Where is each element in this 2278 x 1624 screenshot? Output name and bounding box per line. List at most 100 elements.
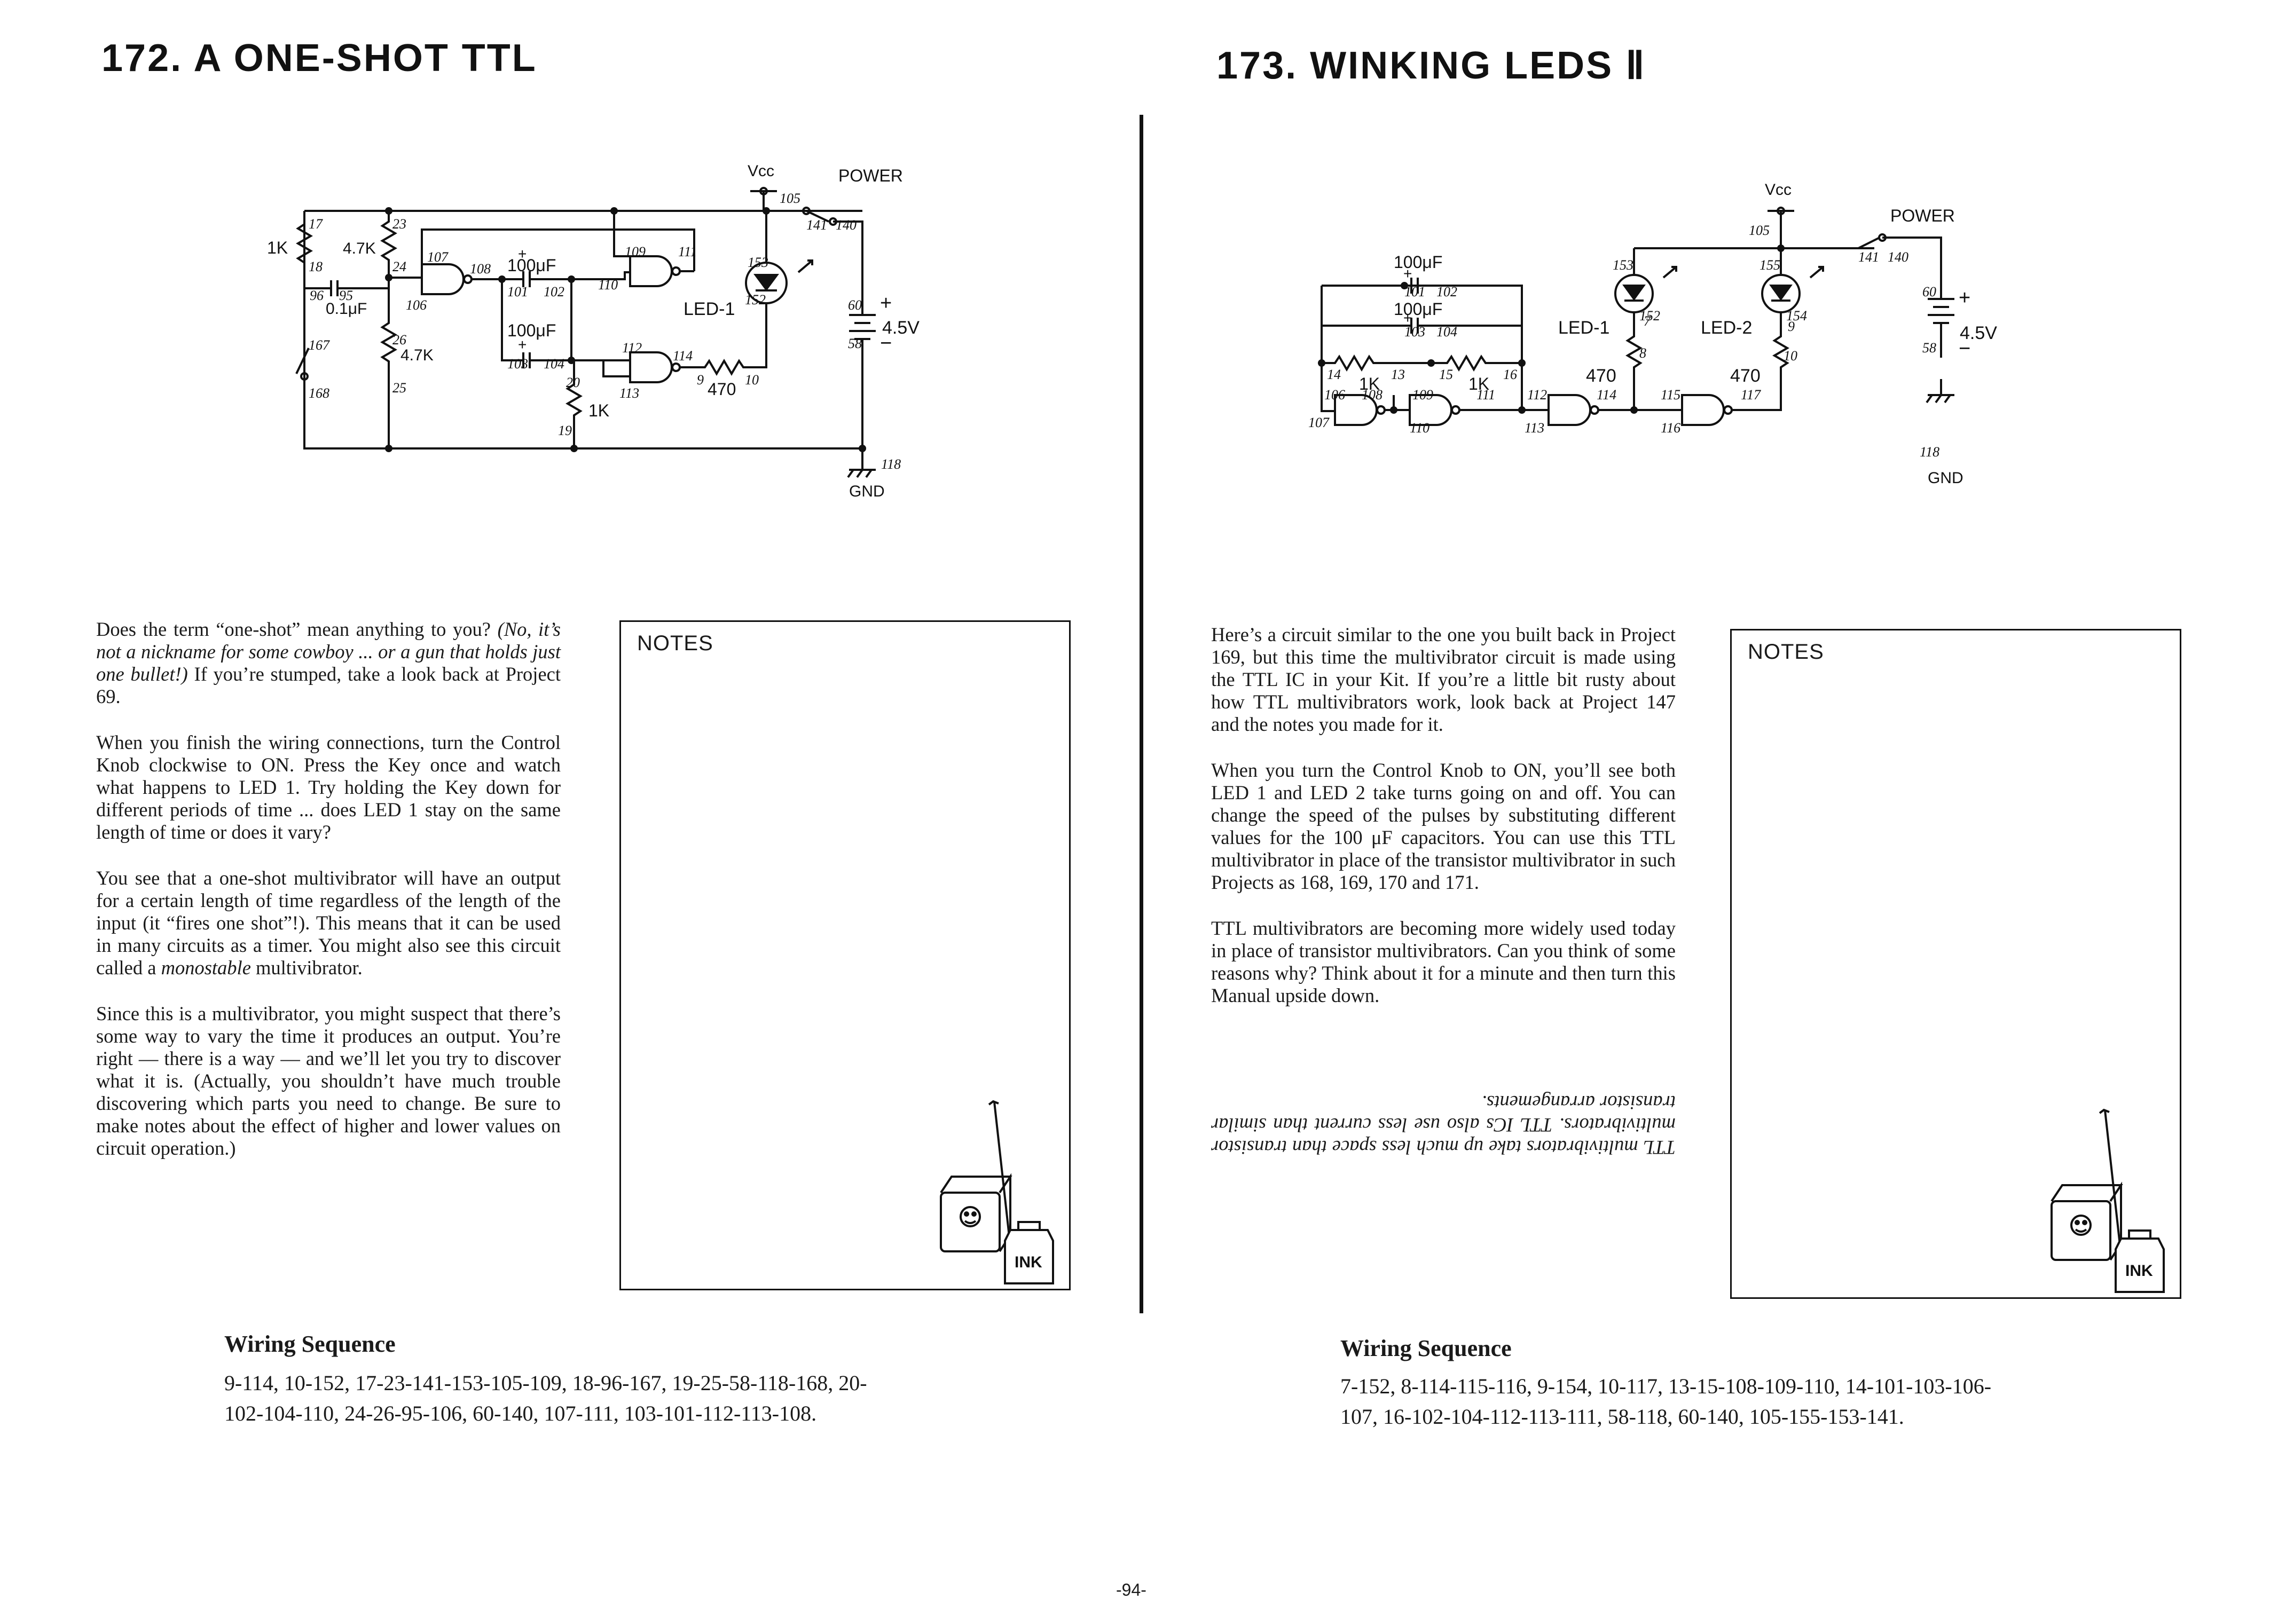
pin-number-label: 60	[1922, 284, 1936, 299]
resistor-470-right-label: 470	[1730, 366, 1761, 386]
pin-number-label: 20	[566, 375, 580, 390]
pin-number-label: 13	[1391, 367, 1405, 382]
led-2-label: LED-2	[1701, 318, 1752, 338]
pin-number-label: 116	[1661, 420, 1680, 436]
pin-number-label: 107	[427, 249, 449, 265]
pin-number-label: 9	[1788, 319, 1795, 334]
pin-number-label: 103	[507, 356, 528, 372]
wiring-sequence-heading: Wiring Sequence	[1340, 1335, 1512, 1361]
one-shot-circuit-diagram: Vcc POWER LED-1 4.5V + − GND 100μF 100μF…	[267, 162, 920, 500]
paragraph: Since this is a multivibrator, you might…	[96, 1003, 561, 1159]
pin-number-label: 9	[697, 372, 704, 388]
page-number: -94-	[1116, 1580, 1146, 1599]
paragraph: When you turn the Control Knob to ON, yo…	[1211, 759, 1676, 893]
pin-number-label: 58	[848, 336, 862, 351]
pin-number-label: 106	[1324, 387, 1345, 403]
page-title-173: 173. WINKING LEDS Ⅱ	[1216, 44, 1646, 87]
paragraph: When you finish the wiring connections, …	[96, 731, 561, 843]
pin-number-label: 95	[339, 288, 353, 303]
pin-number-label: 102	[1436, 284, 1457, 299]
pin-number-label: 104	[1436, 324, 1457, 340]
pin-number-label: 115	[1661, 387, 1680, 403]
resistor-470-left-label: 470	[1586, 366, 1616, 386]
pin-number-label: 24	[392, 259, 406, 274]
pin-number-label: 104	[544, 356, 564, 372]
led-1-label: LED-1	[1558, 318, 1609, 338]
pin-number-label: 18	[309, 259, 323, 274]
pin-number-label: 114	[673, 348, 693, 364]
pin-number-label: 96	[310, 288, 324, 303]
pin-number-label: 111	[678, 244, 697, 259]
pin-number-label: 153	[748, 255, 768, 270]
pin-number-label: 26	[392, 332, 406, 348]
pin-number-label: 14	[1327, 367, 1341, 382]
pin-number-label: 118	[1920, 444, 1939, 460]
capacitor-2-plus-label: +	[1403, 310, 1412, 326]
wiring-sequence-line: 107, 16-102-104-112-113-111, 58-118, 60-…	[1340, 1405, 1904, 1429]
battery-minus-label: −	[880, 332, 892, 354]
schematic-winking-leds: Vcc POWER 4.5V + − GND LED-1 LED-2 100μF…	[1298, 176, 2045, 507]
pin-number-label: 154	[1786, 308, 1807, 324]
capacitor-3-label: 0.1μF	[326, 300, 367, 318]
pin-number-label: 101	[507, 284, 528, 299]
body-text-172: Does the term “one-shot” mean anything t…	[96, 618, 561, 1160]
pin-number-label: 153	[1613, 257, 1633, 273]
pin-number-label: 113	[1525, 420, 1544, 436]
pin-number-label: 118	[881, 456, 901, 472]
resistor-1k-right-label: 1K	[1468, 374, 1489, 393]
paragraph: Does the term “one-shot” mean anything t…	[96, 618, 561, 707]
pin-number-label: 25	[392, 380, 406, 396]
pin-number-label: 105	[1749, 223, 1770, 238]
pin-number-label: 8	[1639, 345, 1646, 361]
pin-number-label: 107	[1308, 415, 1330, 430]
wiring-sequence-heading: Wiring Sequence	[224, 1331, 396, 1357]
vcc-label: Vcc	[748, 162, 774, 180]
pin-number-label: 102	[544, 284, 564, 299]
pin-number-label: 110	[1410, 420, 1429, 436]
pin-number-label: 152	[1639, 308, 1660, 324]
pin-number-label: 114	[1597, 387, 1616, 403]
notes-box-173: NOTES INK	[1730, 629, 2181, 1299]
pin-number-label: 10	[745, 372, 759, 388]
paragraph: TTL multivibrators are becoming more wid…	[1211, 917, 1676, 1006]
led-label: LED-1	[684, 299, 735, 319]
pin-number-label: 101	[1404, 284, 1425, 299]
resistor-1k-label: 1K	[267, 238, 288, 257]
pin-number-label: 108	[470, 261, 491, 277]
notes-label: NOTES	[637, 632, 713, 655]
pin-number-label: 117	[1741, 387, 1761, 403]
pin-number-label: 155	[1759, 257, 1780, 273]
resistor-1k-bottom-label: 1K	[588, 401, 609, 420]
pin-number-label: 103	[1404, 324, 1425, 340]
pin-number-label: 109	[625, 244, 646, 259]
pin-number-label: 113	[619, 385, 639, 401]
power-label: POWER	[1890, 206, 1955, 225]
capacitor-1-plus-label: +	[1403, 265, 1412, 282]
gnd-label: GND	[1928, 469, 1963, 487]
pin-number-label: 167	[309, 337, 330, 353]
ink-label: INK	[1015, 1254, 1042, 1271]
paragraph: You see that a one-shot multivibrator wi…	[96, 867, 561, 979]
body-text-173: Here’s a circuit similar to the one you …	[1211, 624, 1676, 1007]
vcc-label: Vcc	[1765, 181, 1792, 199]
pin-number-label: 58	[1922, 340, 1936, 356]
upside-down-answer: TTL multivibrators take up much less spa…	[1211, 1092, 1676, 1158]
ink-label: INK	[2125, 1262, 2153, 1280]
pin-number-label: 10	[1784, 348, 1797, 364]
pin-number-label: 16	[1503, 367, 1517, 382]
battery-minus-label: −	[1959, 337, 1970, 360]
notes-box-172: NOTES INK	[619, 620, 1071, 1290]
ink-bottle-mascot-icon: INK	[940, 1100, 1054, 1284]
pin-number-label: 112	[1527, 387, 1547, 403]
wiring-sequence-line: 7-152, 8-114-115-116, 9-154, 10-117, 13-…	[1340, 1374, 1992, 1398]
pin-number-label: 23	[392, 216, 406, 232]
pin-number-label: 60	[848, 297, 862, 313]
page-divider	[1140, 115, 1143, 1313]
battery-voltage-label: 4.5V	[882, 318, 920, 338]
capacitor-1-label: 100μF	[1394, 253, 1442, 272]
battery-voltage-label: 4.5V	[1960, 323, 1997, 343]
pin-number-label: 168	[309, 385, 329, 401]
pin-number-label: 106	[406, 297, 427, 313]
